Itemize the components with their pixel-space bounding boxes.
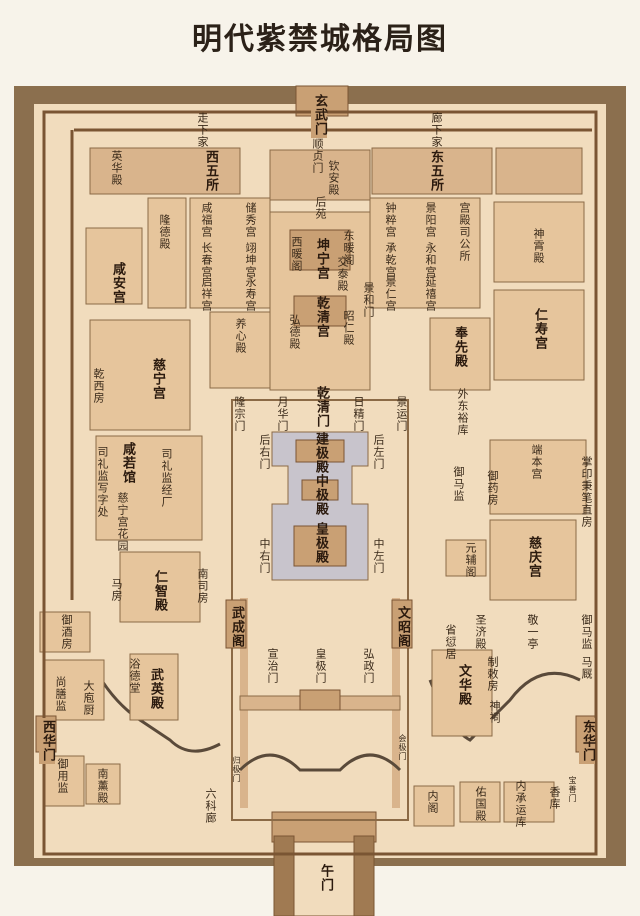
label-yumajian2: 御马监 <box>580 614 593 650</box>
map-title: 明代紫禁城格局图 <box>192 22 448 57</box>
label-qiyuanfang: 乾西房 <box>92 368 105 404</box>
label-nanxundian: 南薰殿 <box>96 768 109 804</box>
label-rijingmen: 日精门 <box>352 396 365 432</box>
label-yanxigong: 延禧宫 <box>424 276 437 312</box>
label-cininggonghuayuan: 慈宁宫花园 <box>116 492 129 552</box>
label-chengqiangong: 承乾宫 <box>384 242 397 278</box>
label-yongshougong: 永寿宫 <box>244 276 257 312</box>
label-shengjidian: 省愆居 <box>444 624 457 660</box>
label-wuyingdian: 武英殿 <box>148 668 163 710</box>
label-kuohuifang: 制敕房 <box>486 656 499 692</box>
label-chuxiugong: 储秀宫 <box>244 202 257 238</box>
label-yumajian: 御马监 <box>452 466 465 502</box>
label-liukelang: 六科廊 <box>204 788 217 824</box>
label-wenzhaoge: 文昭阁 <box>395 606 410 648</box>
label-xiangku: 香库 <box>548 786 561 810</box>
label-silijian: 司礼监经厂 <box>160 448 173 508</box>
label-cininggong: 慈宁宫 <box>150 358 165 400</box>
label-zhongzuomen: 中左门 <box>372 538 385 574</box>
label-waidongyuku: 外东裕库 <box>456 388 469 436</box>
label-zhongjidian: 中极殿 <box>313 474 328 516</box>
label-houyuan: 后苑 <box>314 196 327 220</box>
label-xuanwumen: 玄武门 <box>311 92 327 138</box>
label-majiu: 马厩 <box>580 656 593 680</box>
label-guidian: 归极门 <box>232 756 241 783</box>
label-qinandian: 钦安殿 <box>327 160 340 196</box>
label-houyoumen: 后右门 <box>258 434 271 470</box>
label-xianruoguan: 咸若馆 <box>120 442 135 484</box>
label-dongnuange: 东暖阁 <box>342 230 355 266</box>
label-zhongcuigong: 钟粹宫 <box>384 202 397 238</box>
label-jingyanggong: 景阳宫 <box>424 202 437 238</box>
label-jingrengong: 景仁宫 <box>384 276 397 312</box>
label-jiaotaidian: 交泰殿 <box>336 256 349 292</box>
label-houzuomen: 后左门 <box>372 434 385 470</box>
label-fengxiandian: 奉先殿 <box>452 326 467 368</box>
label-wenhuadian: 文华殿 <box>456 664 471 706</box>
label-xianangong: 咸安宫 <box>110 262 125 304</box>
label-wumen: 午门 <box>318 864 333 892</box>
label-huijimen: 会极门 <box>398 734 407 761</box>
label-shangshanjian: 尚膳监 <box>54 676 67 712</box>
label-xiwusuo: 西五所 <box>203 150 218 192</box>
label-jinghemen: 景和门 <box>362 282 375 318</box>
label-xinuange: 西暖阁 <box>290 236 303 272</box>
label-neige: 内阁 <box>426 790 439 814</box>
label-yuyongjian: 御用监 <box>56 758 69 794</box>
label-changchungong: 长春宫 <box>200 242 213 278</box>
label-zouxiajia: 走下家 <box>196 112 209 148</box>
label-ciqinggong: 慈庆宫 <box>526 536 541 578</box>
label-qixianggong: 启祥宫 <box>200 276 213 312</box>
label-huangjidian: 皇极殿 <box>313 522 328 564</box>
label-huangjimen: 皇极门 <box>314 648 327 684</box>
label-nanxunfang: 南司房 <box>196 568 209 604</box>
label-xuannengmen: 宝善门 <box>568 776 577 803</box>
label-zhongyoumen: 中右门 <box>258 538 271 574</box>
label-fengxianmen: 神霄殿 <box>532 228 545 264</box>
label-shunzhenmen: 顺贞门 <box>311 138 324 174</box>
label-hongdedian: 弘德殿 <box>288 314 301 350</box>
label-shenci: 神祠 <box>488 700 501 724</box>
label-yangxindian: 养心殿 <box>234 318 247 354</box>
label-gongqiansiguan: 宫殿司公所 <box>458 202 471 262</box>
label-donghuamen: 东华门 <box>579 718 595 764</box>
label-zhaorendian: 昭仁殿 <box>342 310 355 346</box>
label-renshougong: 仁寿宫 <box>532 308 547 350</box>
label-neichengyunku: 内承运库 <box>514 780 527 828</box>
golden-water-river <box>238 753 402 772</box>
label-yonghegong: 永和宫 <box>424 242 437 278</box>
label-longdedian: 隆德殿 <box>158 214 171 250</box>
label-xihuamen: 西华门 <box>39 718 55 764</box>
label-jianjidian: 建极殿 <box>313 432 328 474</box>
label-shengjimen: 圣济殿 <box>474 614 487 650</box>
label-xuanzhimen: 宣治门 <box>266 648 279 684</box>
label-jingyunmen: 景运门 <box>395 396 408 432</box>
label-xianfugong: 咸福宫 <box>200 202 213 238</box>
label-yunluge: 元辅阁 <box>464 542 477 578</box>
label-dapaochu: 大庖厨 <box>82 680 95 716</box>
label-liaoxiajia: 廊下家 <box>430 112 443 148</box>
label-hongzhengmen: 弘政门 <box>362 648 375 684</box>
label-youguodian: 佑国殿 <box>474 786 487 822</box>
label-yuehuamen: 月华门 <box>276 396 289 432</box>
label-jingyiting: 敬一亭 <box>526 614 539 650</box>
label-yinghuadian: 英华殿 <box>110 150 123 186</box>
label-silijianxuetang: 司礼监写字处 <box>96 446 109 518</box>
label-qianqingmen: 乾清门 <box>314 386 329 428</box>
label-wuchengge: 武成阁 <box>229 606 244 648</box>
label-qianqinggong: 乾清宫 <box>314 296 329 338</box>
label-renzhidian: 仁智殿 <box>152 570 167 612</box>
label-yudetang: 浴德堂 <box>128 658 141 694</box>
label-duanbenggong: 端本宫 <box>530 444 543 480</box>
label-zhangyinjian: 掌印秉笔直房 <box>580 456 593 528</box>
label-yikungong: 翊坤宫 <box>244 242 257 278</box>
label-yuyaoguan: 御药房 <box>486 470 499 506</box>
label-longzongmen: 隆宗门 <box>233 396 246 432</box>
label-yujiufang: 御酒房 <box>60 614 73 650</box>
label-dongwusuo: 东五所 <box>428 150 443 192</box>
label-kunninggong: 坤宁宫 <box>314 238 329 280</box>
label-mafang: 马房 <box>110 578 123 602</box>
